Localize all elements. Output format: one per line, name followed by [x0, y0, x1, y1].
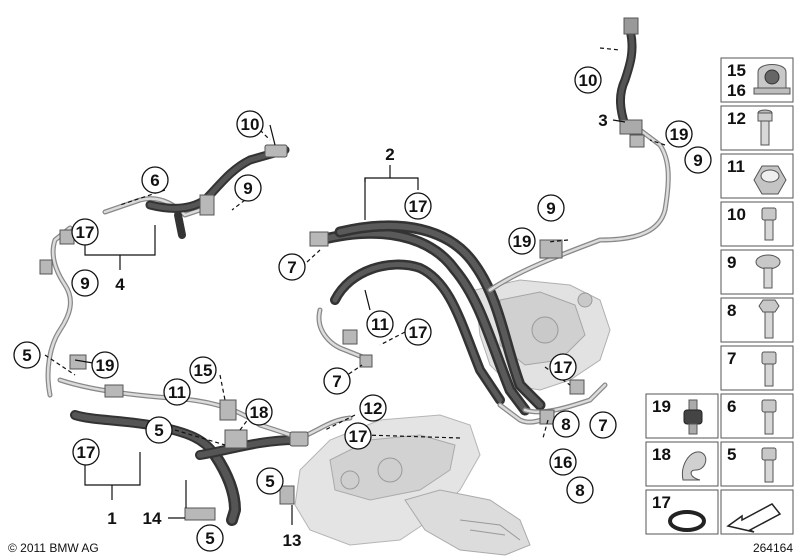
- callout-15: 15: [194, 361, 213, 380]
- legend-label: 5: [727, 445, 736, 464]
- legend-label: 15: [727, 61, 746, 80]
- clamp-icon: [753, 64, 791, 95]
- callout-10: 10: [579, 71, 598, 90]
- callout-7: 7: [332, 372, 341, 391]
- callout-9: 9: [243, 179, 252, 198]
- legend-label: 10: [727, 205, 746, 224]
- callout-2: 2: [385, 145, 394, 164]
- callout-17: 17: [554, 358, 573, 377]
- fittings: [39, 134, 645, 521]
- callout-9: 9: [546, 199, 555, 218]
- callout-11: 11: [371, 315, 389, 334]
- callout-12: 12: [364, 399, 383, 418]
- callout-17: 17: [409, 197, 428, 216]
- callout-6: 6: [150, 171, 159, 190]
- callout-17: 17: [76, 223, 95, 242]
- callout-3: 3: [598, 111, 607, 130]
- callout-16: 16: [554, 453, 573, 472]
- callout-11: 11: [168, 383, 186, 402]
- socket-screw-icon: [761, 447, 777, 483]
- arrow-icon: [726, 503, 782, 533]
- callout-8: 8: [561, 415, 570, 434]
- callout-1: 1: [107, 509, 116, 528]
- callout-8: 8: [575, 481, 584, 500]
- callout-7: 7: [598, 416, 607, 435]
- legend-label: 19: [652, 397, 671, 416]
- bolt-icon: [757, 109, 773, 146]
- callout-18: 18: [250, 403, 269, 422]
- callout-17: 17: [77, 443, 96, 462]
- legend-label: 9: [727, 253, 736, 272]
- callout-19: 19: [96, 356, 115, 375]
- legend-label: 17: [652, 493, 671, 512]
- callout-5: 5: [22, 346, 31, 365]
- legend-label: 16: [727, 81, 746, 100]
- leader-lines: [74, 119, 626, 525]
- callout-19: 19: [670, 125, 689, 144]
- callout-4: 4: [115, 275, 125, 294]
- hex-nut-icon: [753, 165, 787, 195]
- steering-gear-illustration: [294, 414, 531, 556]
- legend-label: 11: [727, 157, 745, 176]
- socket-screw-icon: [761, 399, 777, 435]
- hose-assembly-left: [45, 145, 353, 526]
- callout-10: 10: [241, 115, 260, 134]
- socket-screw-icon: [761, 351, 777, 387]
- callout-9: 9: [693, 151, 702, 170]
- diagram-number: 264164: [753, 541, 793, 555]
- callout-labels: 10 6 9 17 4 9 5 19 15 11 18 5 17 1 14 5 …: [22, 71, 702, 550]
- callout-7: 7: [287, 258, 296, 277]
- legend-label: 12: [727, 109, 746, 128]
- hose-assembly-center: [314, 220, 608, 425]
- hex-bolt-icon: [758, 299, 780, 339]
- torx-screw-icon: [755, 254, 781, 289]
- callout-9: 9: [80, 274, 89, 293]
- legend-label: 7: [727, 349, 736, 368]
- callout-5: 5: [154, 421, 163, 440]
- callout-13: 13: [283, 531, 302, 550]
- callout-circles: [13, 66, 712, 552]
- hose-assembly-right: [487, 17, 671, 293]
- callout-17: 17: [349, 427, 368, 446]
- spring-clip-icon: [681, 451, 707, 481]
- rubber-mount-icon: [683, 399, 703, 435]
- copyright-text: © 2011 BMW AG: [8, 541, 99, 555]
- callout-5: 5: [265, 472, 274, 491]
- socket-screw-icon: [761, 207, 777, 241]
- callout-17: 17: [409, 323, 428, 342]
- callout-14: 14: [143, 509, 162, 528]
- o-ring-icon: [668, 510, 706, 532]
- callout-19: 19: [513, 232, 532, 251]
- parts-legend: 15 16 12 11 10 9 8 7 19 6 18 5 17: [645, 57, 794, 535]
- callout-5: 5: [205, 529, 214, 548]
- legend-label: 8: [727, 301, 736, 320]
- legend-label: 18: [652, 445, 671, 464]
- legend-label: 6: [727, 397, 736, 416]
